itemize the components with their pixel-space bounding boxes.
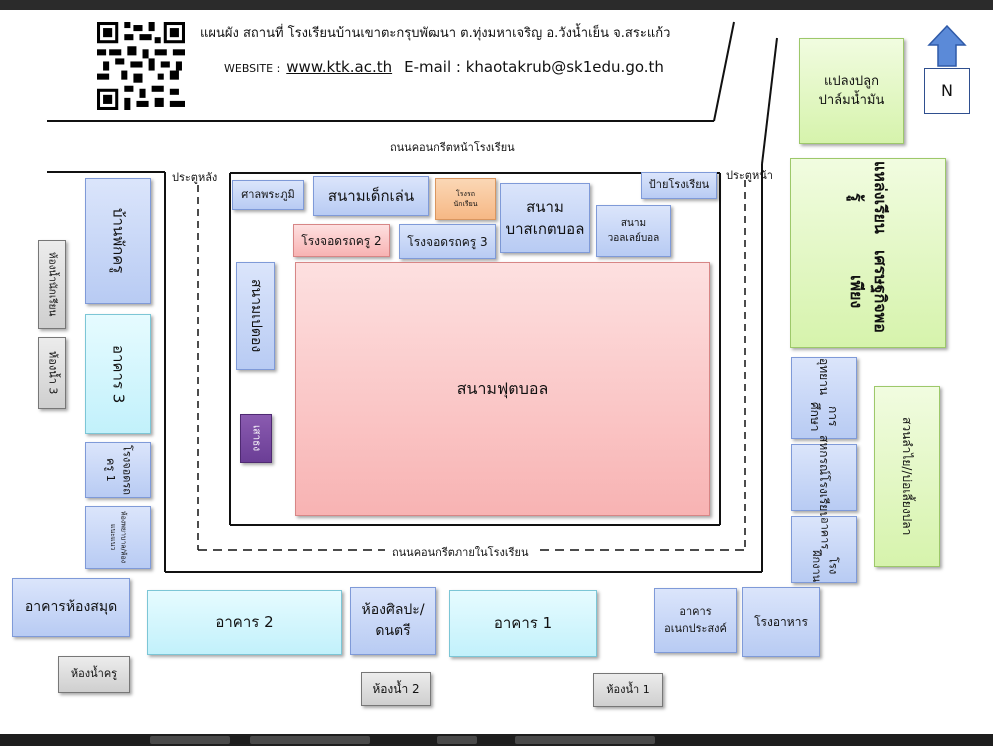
top-bar — [0, 0, 993, 10]
north-label: N — [924, 68, 970, 114]
back-gate-label: ประตูหลัง — [172, 171, 218, 184]
building-3[interactable]: อาคาร 3 — [85, 314, 151, 434]
volleyball-label-2: วอลเลย์บอล — [607, 233, 660, 244]
playground[interactable]: สนามเด็กเล่น — [313, 176, 429, 216]
flagpole[interactable]: เสาธง — [240, 414, 272, 463]
edu-label-2: โรงฝึกงาน — [810, 549, 840, 582]
website-link[interactable]: www.ktk.ac.th — [286, 58, 393, 76]
contact-line: WEBSITE : www.ktk.ac.th E-mail : khaotak… — [224, 58, 664, 76]
palm-label-2: ปาล์มน้ำมัน — [818, 93, 885, 108]
coop-label-2: โรงเรียน — [817, 475, 831, 520]
longan-garden-fish-pond[interactable]: สวนลำไย//บ่อเลี้ยงปลา — [874, 386, 940, 567]
petanque-court[interactable]: สนามเปตอง — [236, 262, 275, 370]
basketball-label-2: บาสเกตบอล — [505, 220, 585, 238]
basketball-court[interactable]: สนาม บาสเกตบอล — [500, 183, 590, 253]
website-label: WEBSITE : — [224, 62, 281, 75]
shrine[interactable]: ศาลพระภูมิ — [232, 180, 304, 210]
football-field[interactable]: สนามฟุตบอล — [295, 262, 710, 516]
library[interactable]: อาคารห้องสมุด — [12, 578, 130, 637]
sufficiency-learning-center[interactable]: แหล่งเรียนรู้ เศรษฐกิจพอเพียง — [790, 158, 946, 348]
building-1[interactable]: อาคาร 1 — [449, 590, 597, 657]
teacher-house[interactable]: บ้านพักครู — [85, 178, 151, 304]
palm-plantation[interactable]: แปลงปลูก ปาล์มน้ำมัน — [799, 38, 904, 144]
edu-label-1: อาคาร — [818, 517, 832, 550]
toilet-3[interactable]: ห้องน้ำ 3 — [38, 337, 66, 409]
coop-label-1: สหกรณ์ — [817, 435, 831, 476]
volleyball-court[interactable]: สนาม วอลเลย์บอล — [596, 205, 671, 257]
north-arrow-icon — [927, 25, 967, 67]
basketball-label-1: สนาม — [526, 197, 564, 216]
art-room-label-2: ดนตรี — [375, 623, 411, 639]
agri-label-2: การศึกษา — [808, 401, 840, 432]
agri-label-1: อุทยาน — [817, 358, 831, 396]
workshop-building[interactable]: อาคาร โรงฝึกงาน — [791, 516, 857, 583]
map-title: แผนผัง สถานที่ โรงเรียนบ้านเขาตะกรุบพัฒน… — [200, 26, 671, 41]
palm-label-1: แปลงปลูก — [823, 73, 880, 89]
front-road-label: ถนนคอนกรีตหน้าโรงเรียน — [390, 141, 515, 154]
front-gate-label: ประตูหน้า — [726, 169, 773, 182]
bike-shed[interactable]: โรงรถ นักเรียน — [435, 178, 496, 220]
agri-education-park[interactable]: อุทยาน การศึกษา — [791, 357, 857, 439]
multipurpose-label-1: อาคาร — [679, 605, 712, 618]
bottom-bar — [0, 734, 993, 746]
sufficiency-label-2: เศรษฐกิจพอเพียง — [847, 250, 890, 334]
teacher-toilet[interactable]: ห้องน้ำครู — [58, 656, 130, 693]
nurse-room[interactable]: ห้องพยาบาล/ห้องแนะแนว — [85, 506, 151, 569]
canteen[interactable]: โรงอาหาร — [742, 587, 820, 657]
school-sign[interactable]: ป้ายโรงเรียน — [641, 172, 717, 199]
multipurpose-label-2: อเนกประสงค์ — [664, 621, 727, 635]
volleyball-label-1: สนาม — [620, 218, 647, 229]
art-music-room[interactable]: ห้องศิลปะ/ ดนตรี — [350, 587, 436, 655]
inner-road-label: ถนนคอนกรีตภายในโรงเรียน — [392, 546, 529, 559]
multipurpose-building[interactable]: อาคาร อเนกประสงค์ — [654, 588, 737, 653]
school-cooperative[interactable]: สหกรณ์ โรงเรียน — [791, 435, 857, 520]
toilet-1[interactable]: ห้องน้ำ 1 — [593, 673, 663, 707]
qr-code-icon — [97, 22, 185, 110]
carport-1[interactable]: โรงจอดรถครู 1 — [85, 442, 151, 498]
carport-3[interactable]: โรงจอดรถครู 3 — [399, 224, 496, 259]
sufficiency-label-1: แหล่งเรียนรู้ — [847, 161, 890, 235]
carport-2[interactable]: โรงจอดรถครู 2 — [293, 224, 390, 257]
building-2[interactable]: อาคาร 2 — [147, 590, 342, 655]
toilet-2[interactable]: ห้องน้ำ 2 — [361, 672, 431, 706]
student-toilet[interactable]: ห้องน้ำนักเรียน — [38, 240, 66, 329]
art-room-label-1: ห้องศิลปะ/ — [361, 602, 425, 618]
email-text: E-mail : khaotakrub@sk1edu.go.th — [404, 58, 664, 76]
